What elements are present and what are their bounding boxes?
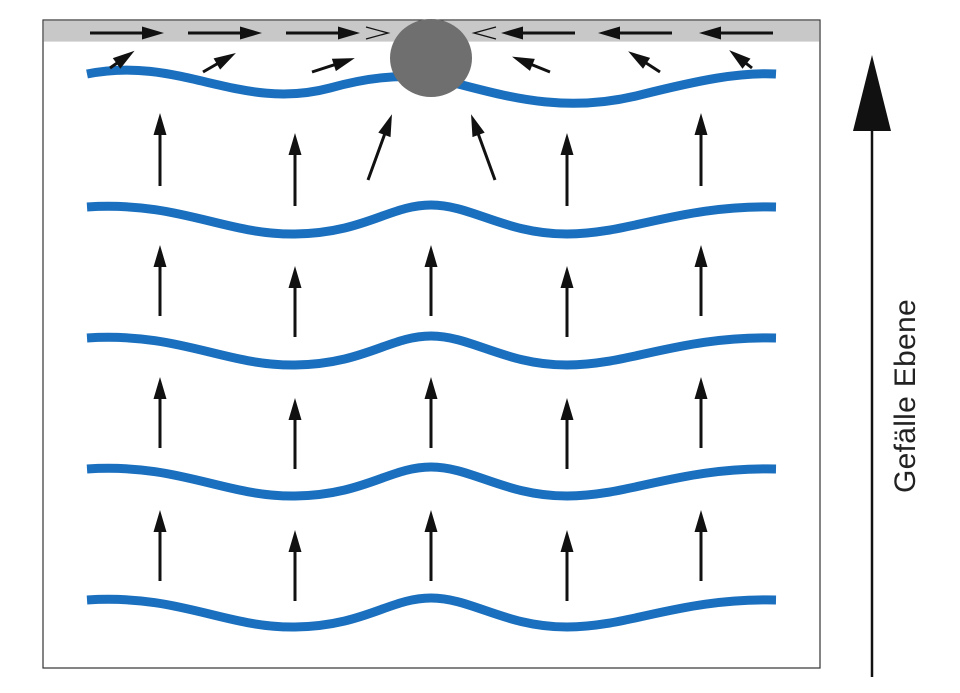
flow-arrow: [288, 266, 302, 337]
flow-arrow: [694, 113, 708, 186]
flow-arrow: [424, 510, 438, 581]
flow-arrow: [464, 111, 497, 181]
flow-arrow: [109, 45, 139, 70]
flow-arrow: [202, 47, 240, 74]
flow-arrow: [424, 377, 438, 448]
flow-arrow: [153, 113, 167, 186]
flow-arrow: [560, 398, 574, 469]
flow-arrow: [699, 26, 773, 40]
flow-arrow: [560, 530, 574, 601]
flow-arrow: [288, 530, 302, 601]
flow-arrow: [366, 111, 399, 181]
flow-arrow: [560, 266, 574, 337]
flow-arrow: [560, 133, 574, 206]
floor-drain: [390, 19, 472, 97]
flow-arrow: [311, 51, 357, 74]
flow-arrow: [188, 26, 262, 40]
flow-arrow: [153, 510, 167, 581]
inflow-chevron-left: [365, 26, 391, 40]
flow-line: [86, 593, 777, 632]
flow-line: [86, 331, 777, 370]
flow-arrow: [153, 377, 167, 448]
flow-arrow: [725, 45, 753, 70]
flow-arrow: [288, 398, 302, 469]
flow-line: [86, 462, 777, 501]
flow-arrow: [694, 245, 708, 316]
flow-arrow: [694, 510, 708, 581]
slope-arrow: [853, 55, 891, 677]
inflow-chevron-right: [471, 26, 497, 40]
flow-arrow: [598, 26, 672, 40]
slope-label: Gefälle Ebene: [889, 298, 922, 494]
flow-arrow: [90, 26, 164, 40]
flow-arrow: [624, 45, 661, 74]
flow-arrow: [694, 377, 708, 448]
flow-arrow: [288, 133, 302, 206]
flow-arrow: [501, 26, 575, 40]
flow-line: [86, 200, 777, 239]
flow-arrow: [286, 26, 360, 40]
flow-arrow: [424, 245, 438, 316]
flow-arrow: [153, 245, 167, 316]
flow-arrow: [509, 50, 551, 74]
flow-arrows: [90, 26, 773, 601]
